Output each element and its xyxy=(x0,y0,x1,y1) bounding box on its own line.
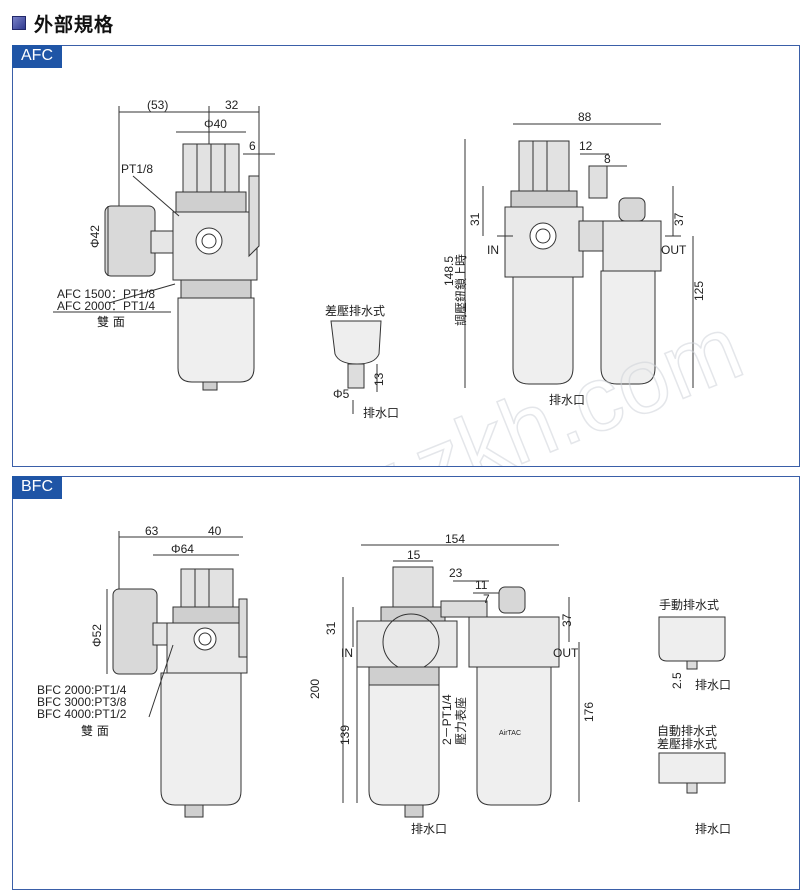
afc-drain2-label: 排水口 xyxy=(549,393,585,407)
section-header: 外部規格 xyxy=(12,8,114,38)
dim-12: 12 xyxy=(579,139,593,153)
dim-37: 37 xyxy=(672,212,686,226)
dim-15: 15 xyxy=(407,548,421,562)
dim-6: 6 xyxy=(249,139,256,153)
dim-31-bfc: 31 xyxy=(324,621,338,635)
gauge-port-label: 2－PT1/4 xyxy=(440,694,454,745)
dim-53: (53) xyxy=(147,98,168,112)
dim-phi40: Φ40 xyxy=(204,117,227,131)
afc-drain-label: 排水口 xyxy=(363,406,399,420)
afc-tab: AFC xyxy=(12,45,62,68)
afc-double-face: 雙 面 xyxy=(97,315,125,329)
bfc-double-face: 雙 面 xyxy=(81,724,109,738)
bfc2000-label: BFC 2000:PT1/4 xyxy=(37,683,127,697)
dim-7: 7 xyxy=(483,592,490,606)
dim-phi64: Φ64 xyxy=(171,542,194,556)
afc-drain-phi5: Φ5 xyxy=(333,387,350,401)
afc-gauge-icon xyxy=(104,205,156,277)
page-title: 外部規格 xyxy=(34,13,115,36)
bfc-gauge-icon xyxy=(112,588,158,675)
bfc4000-label: BFC 4000:PT1/2 xyxy=(37,707,127,721)
afc-panel: AFC xyxy=(12,45,800,467)
afc-out-label: OUT xyxy=(661,243,687,257)
dim-32: 32 xyxy=(225,98,239,112)
afc-drawing: www.zkh.com (53) 32 Φ40 6 PT1/8 Φ42 AFC … xyxy=(53,98,757,466)
bfc-drain-label: 排水口 xyxy=(411,822,447,836)
gauge-seat-label: 壓力表座 xyxy=(453,697,468,745)
dim-176: 176 xyxy=(582,702,596,722)
dim-phi42: Φ42 xyxy=(88,225,102,248)
auto-drain-title2: 差壓排水式 xyxy=(657,737,717,751)
dim-139: 139 xyxy=(338,725,352,745)
dim-148-5: 148.5 xyxy=(442,256,456,286)
auto-drain-title1: 自動排水式 xyxy=(657,724,717,738)
dim-phi52: Φ52 xyxy=(90,624,104,647)
bfc-drawing: 63 40 Φ64 Φ52 BFC 2000:PT1/4 BFC 3000:PT… xyxy=(37,524,731,836)
dim-88: 88 xyxy=(578,110,592,124)
afc2000-label: AFC 2000：PT1/4 xyxy=(57,299,155,313)
bfc-in-label: IN xyxy=(341,646,353,660)
afc-drain-title: 差壓排水式 xyxy=(325,304,385,318)
watermark: www.zkh.com xyxy=(195,296,756,466)
afc-drain-13: 13 xyxy=(372,372,386,386)
dim-8: 8 xyxy=(604,152,611,166)
header-square-icon xyxy=(12,16,26,30)
afc-in-label: IN xyxy=(487,243,499,257)
dim-pt18: PT1/8 xyxy=(121,162,153,176)
bfc-out-label: OUT xyxy=(553,646,579,660)
manual-drain-25: 2.5 xyxy=(670,672,684,689)
afc1500-label: AFC 1500：PT1/8 xyxy=(57,287,155,301)
bfc-tab: BFC xyxy=(12,476,62,499)
manual-drain-title: 手動排水式 xyxy=(659,598,719,612)
manual-drain-label: 排水口 xyxy=(695,678,731,692)
dim-40: 40 xyxy=(208,524,222,538)
dim-125: 125 xyxy=(692,281,706,301)
dim-11: 11 xyxy=(475,578,488,592)
auto-drain-label: 排水口 xyxy=(695,822,731,836)
dim-154: 154 xyxy=(445,532,465,546)
bfc-panel: BFC xyxy=(12,476,800,890)
adjust-note: 調壓鈕鎖上時 xyxy=(453,254,468,326)
dim-63: 63 xyxy=(145,524,159,538)
brand-label: AirTAC xyxy=(499,730,521,737)
bfc3000-label: BFC 3000:PT3/8 xyxy=(37,695,127,709)
dim-23: 23 xyxy=(449,566,463,580)
dim-200: 200 xyxy=(308,679,322,699)
dim-37-bfc: 37 xyxy=(560,613,574,627)
dim-31: 31 xyxy=(468,212,482,226)
